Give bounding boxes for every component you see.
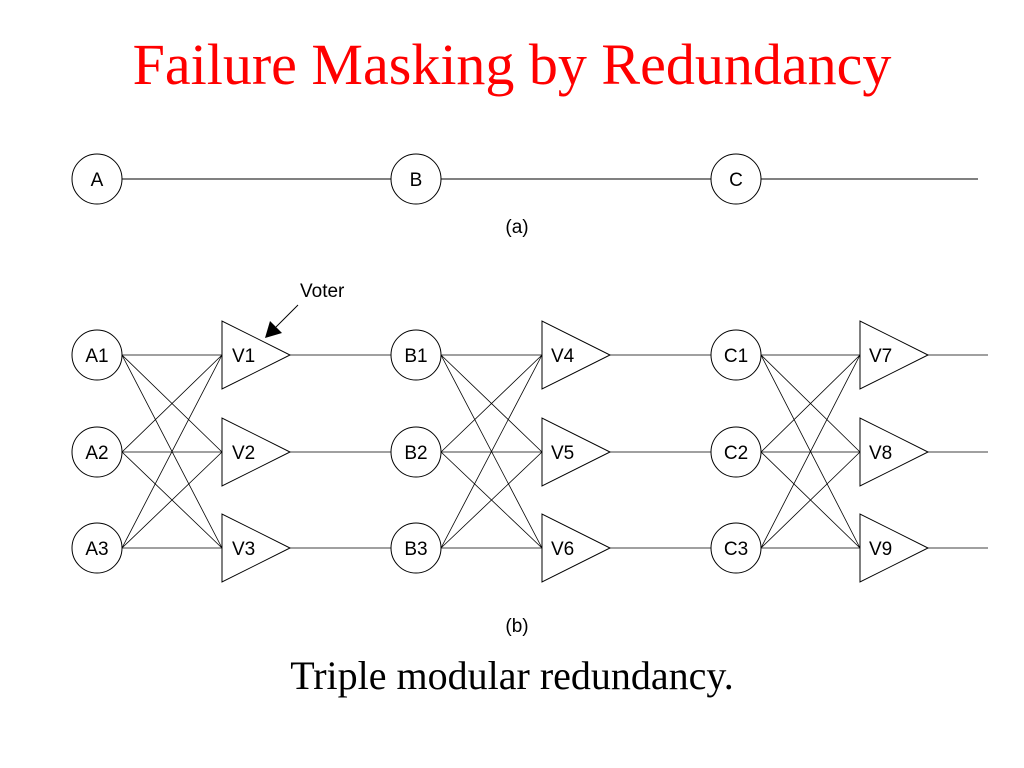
module-b3 (390, 522, 442, 574)
voter-annotation: Voter (300, 281, 345, 302)
voter-v8-label: V8 (869, 443, 892, 464)
module-c1 (710, 329, 762, 381)
module-a1-label: A1 (85, 346, 108, 367)
module-c3 (710, 522, 762, 574)
voter-v3 (221, 513, 292, 583)
voter-v7 (859, 320, 930, 390)
voter-v9 (859, 513, 930, 583)
module-c2 (710, 426, 762, 478)
voter-arrow-shaft (275, 304, 299, 328)
figure-a: A B C (a) (71, 153, 978, 238)
voter-v2-label: V2 (232, 443, 255, 464)
voter-v3-label: V3 (232, 539, 255, 560)
node-c-label: C (729, 170, 743, 191)
stage-a-wires (121, 354, 391, 549)
figure-b: A1 A2 A3 V1 V2 V3 B1 B2 B3 V4 V5 V6 C1 C… (71, 281, 988, 637)
voter-v1-label: V1 (232, 346, 255, 367)
module-b1 (390, 329, 442, 381)
voter-v4-label: V4 (551, 346, 575, 367)
figure-a-label: (a) (505, 217, 528, 238)
slide-title: Failure Masking by Redundancy (132, 32, 892, 97)
node-b-label: B (410, 170, 423, 191)
module-c2-label: C2 (724, 443, 748, 464)
module-a3 (71, 522, 123, 574)
module-c1-label: C1 (724, 346, 748, 367)
voter-v1 (221, 320, 292, 390)
voter-v5 (541, 417, 612, 487)
voter-v6 (541, 513, 612, 583)
slide-caption: Triple modular redundancy. (290, 653, 734, 698)
figure-b-label: (b) (505, 616, 528, 637)
module-a2-label: A2 (85, 443, 108, 464)
node-c (710, 153, 762, 205)
stage-c-wires (760, 354, 988, 549)
voter-v4 (541, 320, 612, 390)
voter-v5-label: V5 (551, 443, 574, 464)
node-b (390, 153, 442, 205)
module-b3-label: B3 (404, 539, 427, 560)
module-b2 (390, 426, 442, 478)
voter-arrow-head (265, 321, 282, 338)
module-a2 (71, 426, 123, 478)
module-c3-label: C3 (724, 539, 748, 560)
voter-v6-label: V6 (551, 539, 574, 560)
voter-v8 (859, 417, 930, 487)
module-b1-label: B1 (404, 346, 427, 367)
module-b2-label: B2 (404, 443, 427, 464)
node-a (71, 153, 123, 205)
module-a3-label: A3 (85, 539, 108, 560)
voter-v2 (221, 417, 292, 487)
voter-v7-label: V7 (869, 346, 892, 367)
voter-v9-label: V9 (869, 539, 892, 560)
module-a1 (71, 329, 123, 381)
stage-b-wires (440, 354, 711, 549)
node-a-label: A (91, 170, 104, 191)
